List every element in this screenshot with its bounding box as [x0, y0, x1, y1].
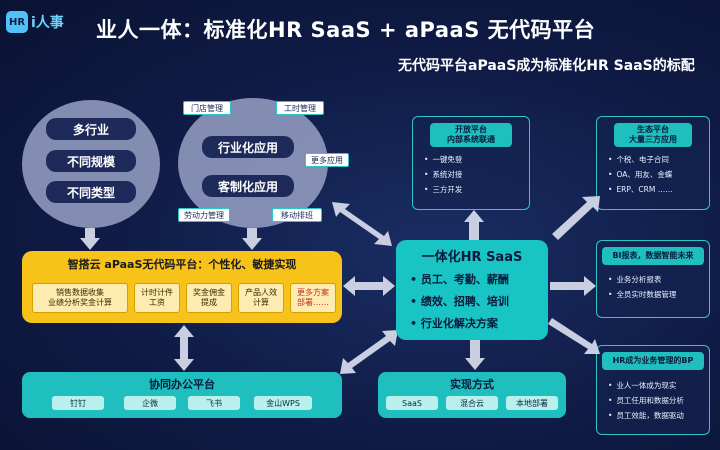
- impl-saas: SaaS: [386, 396, 438, 410]
- collab-wecom: 企微: [124, 396, 176, 410]
- apaas-cell-efficiency: 产品人效 计算: [238, 283, 284, 313]
- collab-title: 协同办公平台: [149, 378, 215, 391]
- eco-title: 生态平台: [637, 125, 669, 135]
- arrow-oval-center: [332, 202, 392, 246]
- oval-item-industry: 多行业: [46, 118, 136, 140]
- impl-title: 实现方式: [450, 378, 494, 391]
- center-item-3: • 行业化解决方案: [410, 317, 498, 330]
- open-item-2: 系统对接: [424, 167, 462, 182]
- center-title: 一体化HR SaaS: [421, 250, 523, 265]
- hrbp-item-2: 员工任用和数据分析: [608, 393, 684, 408]
- tag-more-apps: 更多应用: [305, 153, 349, 167]
- eco-item-1: 个税、电子合同: [608, 152, 673, 167]
- collab-wps: 金山WPS: [254, 396, 312, 410]
- custom-apps: 客制化应用: [202, 175, 294, 197]
- impl-panel: [378, 372, 566, 418]
- eco-item-3: ERP、CRM ……: [608, 182, 672, 197]
- apaas-cell-efficiency-text: 产品人效 计算: [245, 288, 277, 307]
- center-item-1: • 员工、考勤、薪酬: [410, 273, 509, 286]
- apaas-cell-bonus-text: 奖金佣金 提成: [193, 288, 225, 307]
- arrow-center-impl: [465, 340, 485, 370]
- tag-mobile-schedule: 移动排班: [272, 208, 322, 222]
- open-item-1: 一键免登: [424, 152, 462, 167]
- impl-hybrid: 混合云: [446, 396, 498, 410]
- arrow-center-bi: [550, 276, 596, 296]
- bi-title: BI报表，数据智能未来: [612, 251, 694, 261]
- apaas-cell-piecework: 计时计件 工资: [134, 283, 180, 313]
- arrow-apaas-center: [343, 276, 395, 296]
- apaas-cell-piecework-text: 计时计件 工资: [141, 288, 173, 307]
- apaas-cell-more-text: 更多方案 部署……: [297, 288, 329, 307]
- apaas-cell-sales-text: 销售数据收集 业绩分析奖金计算: [48, 288, 112, 307]
- open-platform-list: 一键免登 系统对接 三方开发: [424, 152, 462, 197]
- open-item-3: 三方开发: [424, 182, 462, 197]
- arrow-down-left: [80, 228, 100, 250]
- center-item-3-text: 行业化解决方案: [420, 317, 498, 330]
- apaas-cell-bonus: 奖金佣金 提成: [186, 283, 232, 313]
- logo: HR i人事: [6, 8, 68, 36]
- center-item-1-text: 员工、考勤、薪酬: [420, 273, 509, 286]
- oval-item-scale: 不同规模: [46, 150, 136, 172]
- eco-list: 个税、电子合同 OA、用友、金蝶 ERP、CRM ……: [608, 152, 673, 197]
- bi-head: BI报表，数据智能未来: [602, 247, 704, 265]
- arrow-center-collab: [340, 330, 398, 374]
- center-item-2: • 绩效、招聘、培训: [410, 295, 509, 308]
- open-platform-sub: 内部系统联通: [447, 135, 495, 144]
- apaas-cell-more: 更多方案 部署……: [290, 283, 336, 313]
- hrbp-head: HR成为业务管理的BP: [602, 352, 704, 370]
- center-hr-saas: 一体化HR SaaS • 员工、考勤、薪酬 • 绩效、招聘、培训 • 行业化解决…: [396, 240, 548, 340]
- center-item-2-text: 绩效、招聘、培训: [420, 295, 509, 308]
- eco-item-2: OA、用友、金蝶: [608, 167, 673, 182]
- tag-store-mgmt: 门店管理: [183, 101, 231, 115]
- apps-oval: [178, 98, 328, 228]
- collab-panel: [22, 372, 342, 418]
- eco-head: 生态平台 大量三方应用: [614, 123, 692, 147]
- bi-item-2: 全员实时数据管理: [608, 287, 676, 302]
- page-subtitle: 无代码平台aPaaS成为标准化HR SaaS的标配: [398, 58, 695, 74]
- page-title: 业人一体：标准化HR SaaS + aPaaS 无代码平台: [96, 18, 596, 42]
- industry-apps: 行业化应用: [202, 136, 294, 158]
- tag-workforce-mgmt: 劳动力管理: [178, 208, 230, 222]
- collab-dingtalk: 钉钉: [52, 396, 104, 410]
- bi-list: 业务分析报表 全员实时数据管理: [608, 272, 676, 302]
- hrbp-item-3: 员工效能，数据驱动: [608, 408, 684, 423]
- apaas-title: 智搭云 aPaaS无代码平台：个性化、敏捷实现: [67, 258, 297, 271]
- collab-feishu: 飞书: [188, 396, 240, 410]
- open-platform-title: 开放平台: [455, 125, 487, 135]
- impl-onprem: 本地部署: [506, 396, 558, 410]
- arrow-apaas-collab: [174, 325, 194, 371]
- tag-hours-mgmt: 工时管理: [276, 101, 324, 115]
- arrow-down-mid: [242, 228, 262, 250]
- bi-item-1: 业务分析报表: [608, 272, 676, 287]
- arrow-center-open: [464, 210, 484, 240]
- hrbp-list: 业人一体成为现实 员工任用和数据分析 员工效能，数据驱动: [608, 378, 684, 423]
- hrbp-title: HR成为业务管理的BP: [612, 356, 694, 366]
- logo-badge: HR: [6, 11, 28, 33]
- apaas-cell-sales: 销售数据收集 业绩分析奖金计算: [32, 283, 128, 313]
- arrow-center-eco: [552, 196, 600, 240]
- logo-text: i人事: [31, 15, 64, 31]
- oval-item-type: 不同类型: [46, 181, 136, 203]
- arrow-center-hrbp: [548, 318, 600, 354]
- open-platform-head: 开放平台 内部系统联通: [430, 123, 512, 147]
- hrbp-item-1: 业人一体成为现实: [608, 378, 684, 393]
- eco-sub: 大量三方应用: [629, 135, 677, 144]
